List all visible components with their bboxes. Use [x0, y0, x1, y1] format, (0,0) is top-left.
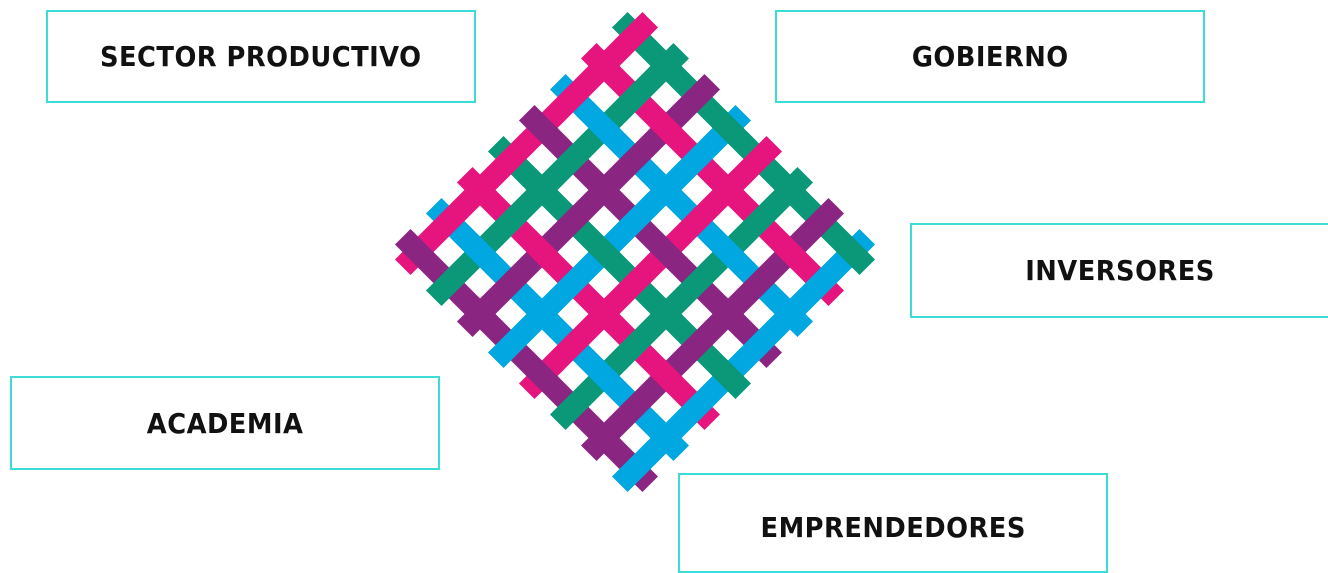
weave-strip-vertical [611, 11, 876, 276]
weave-crossing [649, 111, 683, 145]
weave-strip-horizontal [549, 166, 814, 431]
weave-crossing [711, 235, 745, 269]
weave-crossing [587, 297, 621, 331]
label-inversores: INVERSORES [1025, 254, 1215, 287]
label-box-sector-productivo: SECTOR PRODUCTIVO [46, 10, 476, 103]
label-box-inversores: INVERSORES [910, 223, 1328, 318]
weave-crossing [463, 235, 497, 269]
weave-crossing [587, 421, 621, 455]
weave-strip-horizontal [611, 228, 876, 493]
weave-strip-horizontal [518, 135, 783, 400]
weave-strip-vertical [580, 42, 845, 307]
weave-strip-vertical [487, 135, 752, 400]
weave-crossing [463, 297, 497, 331]
weave-crossing [649, 235, 683, 269]
weave-crossing [711, 359, 745, 393]
weave-crossing [401, 235, 435, 269]
label-emprendedores: EMPRENDEDORES [760, 510, 1026, 544]
weave-crossing [525, 111, 559, 145]
label-box-academia: ACADEMIA [10, 376, 440, 470]
weave-crossing [525, 359, 559, 393]
weave-strip-horizontal [487, 104, 752, 369]
weave-strip-vertical [456, 166, 721, 431]
weave-crossing [711, 297, 745, 331]
weave-crossing [463, 173, 497, 207]
weave-strip-horizontal [456, 73, 721, 338]
weave-crossing [587, 111, 621, 145]
weave-crossing [649, 49, 683, 83]
label-sector-productivo: SECTOR PRODUCTIVO [100, 40, 422, 73]
weave-crossing [835, 235, 869, 269]
weave-strip-vertical [425, 197, 690, 462]
weave-crossing [773, 173, 807, 207]
weave-crossing [649, 173, 683, 207]
label-box-emprendedores: EMPRENDEDORES [678, 473, 1108, 573]
weave-crossing [525, 297, 559, 331]
weave-strip-vertical [394, 228, 659, 493]
label-box-gobierno: GOBIERNO [775, 10, 1205, 103]
weave-crossing [525, 235, 559, 269]
weave-crossing [649, 297, 683, 331]
weave-strip-vertical [518, 104, 783, 369]
weave-crossing [587, 235, 621, 269]
weave-crossing [525, 173, 559, 207]
weave-strip-horizontal [580, 197, 845, 462]
label-academia: ACADEMIA [146, 406, 304, 440]
weave-strip-vertical [549, 73, 814, 338]
woven-lattice-icon [394, 11, 876, 493]
weave-crossing [773, 297, 807, 331]
weave-crossing [649, 359, 683, 393]
weave-strip-horizontal [425, 42, 690, 307]
weave-crossing [587, 173, 621, 207]
weave-crossing [711, 173, 745, 207]
weave-crossing [587, 49, 621, 83]
weave-crossing [773, 235, 807, 269]
weave-crossing [711, 111, 745, 145]
weave-crossing [649, 421, 683, 455]
weave-crossing [587, 359, 621, 393]
weave-strip-horizontal [394, 11, 659, 276]
label-gobierno: GOBIERNO [911, 40, 1069, 73]
